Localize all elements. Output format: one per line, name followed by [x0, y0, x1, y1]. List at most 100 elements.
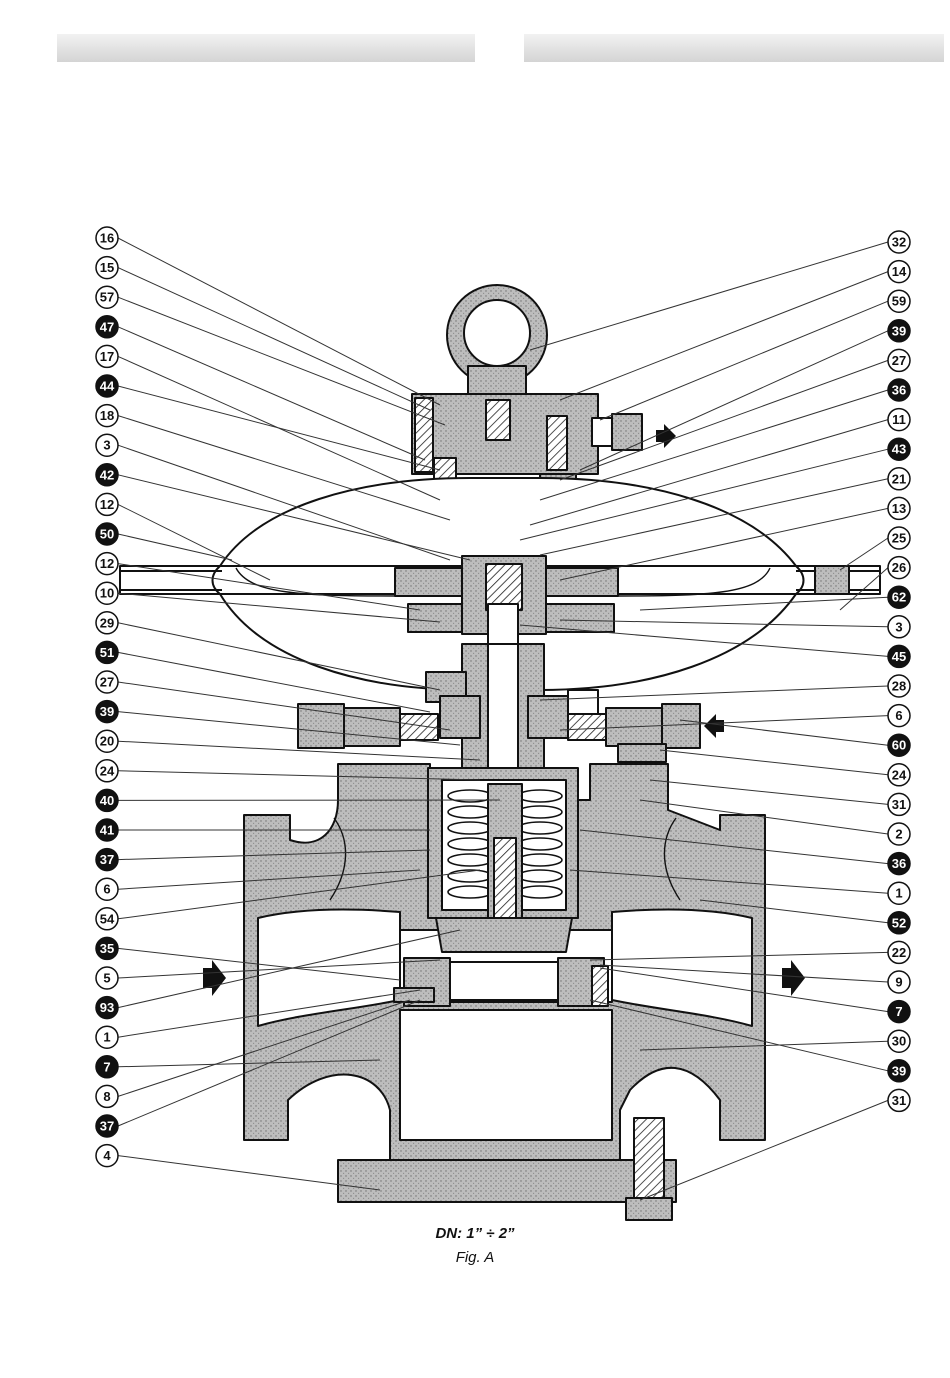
leader-line — [600, 301, 888, 420]
callout-left-3: 3 — [96, 434, 118, 456]
callout-right-36: 36 — [888, 853, 910, 875]
callout-left-54: 54 — [96, 908, 118, 930]
callout-number: 4 — [103, 1148, 111, 1163]
callout-left-44: 44 — [96, 375, 118, 397]
callout-right-31: 31 — [888, 793, 910, 815]
callout-left-7: 7 — [96, 1056, 118, 1078]
flow-arrow-outlet — [782, 960, 805, 996]
callout-left-6: 6 — [96, 878, 118, 900]
callout-number: 39 — [100, 704, 114, 719]
callout-number: 44 — [100, 379, 115, 394]
callout-right-52: 52 — [888, 912, 910, 934]
callout-number: 10 — [100, 586, 114, 601]
callout-right-24: 24 — [888, 764, 910, 786]
callout-number: 32 — [892, 235, 906, 250]
callout-number: 39 — [892, 323, 906, 338]
callout-number: 1 — [103, 1030, 110, 1045]
callout-left-15: 15 — [96, 257, 118, 279]
callout-number: 26 — [892, 560, 906, 575]
callout-number: 36 — [892, 383, 906, 398]
callout-right-28: 28 — [888, 675, 910, 697]
callout-number: 62 — [892, 590, 906, 605]
callout-left-27: 27 — [96, 671, 118, 693]
callout-number: 27 — [892, 353, 906, 368]
callout-right-21: 21 — [888, 468, 910, 490]
callout-number: 27 — [100, 675, 114, 690]
callout-number: 28 — [892, 679, 906, 694]
callout-left-93: 93 — [96, 997, 118, 1019]
callout-number: 12 — [100, 497, 114, 512]
leader-line — [118, 327, 425, 460]
callout-right-39: 39 — [888, 320, 910, 342]
callout-number: 39 — [892, 1063, 906, 1078]
callout-number: 12 — [100, 556, 114, 571]
callout-right-27: 27 — [888, 349, 910, 371]
callout-number: 36 — [892, 856, 906, 871]
callout-number: 18 — [100, 408, 114, 423]
callout-left-20: 20 — [96, 730, 118, 752]
leader-line — [650, 780, 888, 804]
leader-line — [530, 242, 888, 350]
callout-left-39: 39 — [96, 701, 118, 723]
callout-number: 93 — [100, 1000, 114, 1015]
signal-arrow-in — [704, 714, 724, 738]
callout-right-26: 26 — [888, 557, 910, 579]
callout-right-14: 14 — [888, 261, 910, 283]
callout-number: 24 — [100, 763, 115, 778]
callout-number: 6 — [103, 882, 110, 897]
callout-number: 3 — [103, 438, 110, 453]
callout-right-30: 30 — [888, 1030, 910, 1052]
callout-right-7: 7 — [888, 1001, 910, 1023]
callout-left-8: 8 — [96, 1085, 118, 1107]
callout-left-5: 5 — [96, 967, 118, 989]
callout-left-17: 17 — [96, 345, 118, 367]
leader-line — [118, 386, 440, 470]
callout-number: 15 — [100, 260, 114, 275]
leader-line — [118, 297, 445, 425]
callout-number: 60 — [892, 738, 906, 753]
callout-left-18: 18 — [96, 405, 118, 427]
callout-right-59: 59 — [888, 290, 910, 312]
callout-right-43: 43 — [888, 438, 910, 460]
callout-right-3: 3 — [888, 616, 910, 638]
callout-number: 47 — [100, 319, 114, 334]
callout-right-62: 62 — [888, 586, 910, 608]
callout-right-25: 25 — [888, 527, 910, 549]
callout-number: 45 — [892, 649, 906, 664]
callout-right-11: 11 — [888, 409, 910, 431]
callout-left-40: 40 — [96, 789, 118, 811]
callout-number: 37 — [100, 852, 114, 867]
callout-number: 31 — [892, 1093, 906, 1108]
callout-left-37: 37 — [96, 1115, 118, 1137]
callout-number: 1 — [895, 886, 902, 901]
callout-number: 42 — [100, 467, 114, 482]
spring-cartridge — [428, 768, 578, 952]
callout-left-37: 37 — [96, 849, 118, 871]
callout-left-12: 12 — [96, 493, 118, 515]
callout-left-57: 57 — [96, 286, 118, 308]
leader-line — [660, 750, 888, 775]
callout-number: 6 — [895, 708, 902, 723]
callout-number: 37 — [100, 1119, 114, 1134]
callout-right-22: 22 — [888, 941, 910, 963]
callout-left-24: 24 — [96, 760, 118, 782]
leader-line — [560, 272, 888, 400]
callout-number: 2 — [895, 827, 902, 842]
callout-number: 54 — [100, 911, 115, 926]
callout-number: 11 — [892, 412, 906, 427]
callout-number: 13 — [892, 501, 906, 516]
lifting-eye — [447, 285, 547, 396]
callout-right-36: 36 — [888, 379, 910, 401]
callout-number: 3 — [895, 619, 902, 634]
callout-right-6: 6 — [888, 705, 910, 727]
callout-number: 21 — [892, 471, 906, 486]
callout-number: 25 — [892, 531, 906, 546]
callout-left-51: 51 — [96, 641, 118, 663]
callout-number: 5 — [103, 971, 110, 986]
caption-figure-label: Fig. A — [0, 1249, 950, 1266]
callout-number: 17 — [100, 349, 114, 364]
callout-right-31: 31 — [888, 1089, 910, 1111]
callout-left-4: 4 — [96, 1145, 118, 1167]
callout-number: 59 — [892, 294, 906, 309]
